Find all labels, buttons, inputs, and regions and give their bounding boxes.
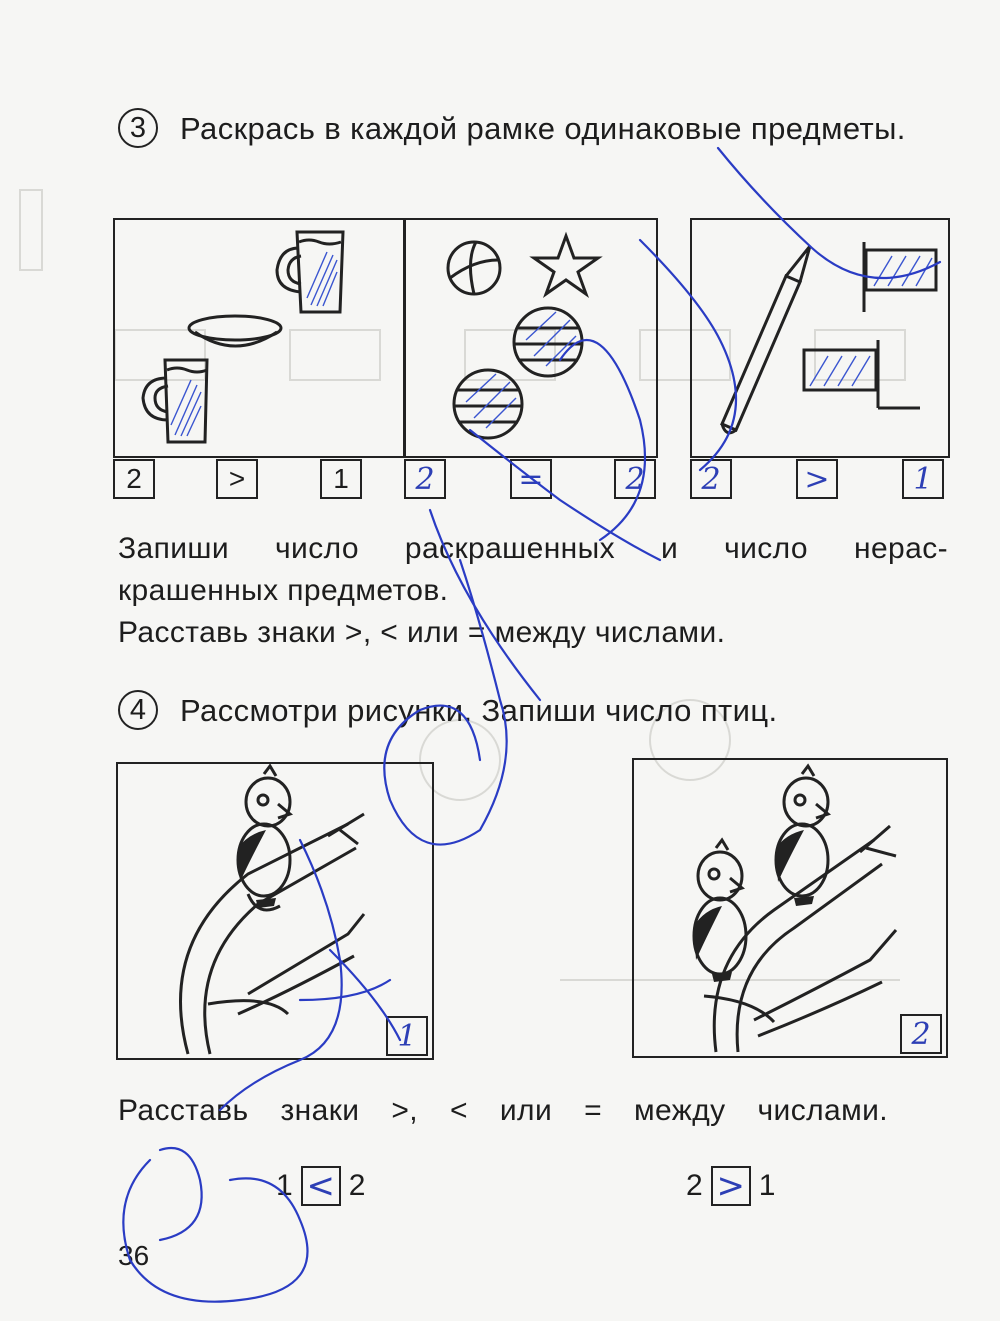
pencil-icon [720,245,812,435]
comparison-2-right: 1 [758,1169,776,1202]
frame-balls [404,218,658,458]
comparison-1-sign-box[interactable]: < [300,1166,341,1206]
frame2-count-uncolored[interactable]: 2 [614,459,656,499]
frame2-sign[interactable]: = [510,459,552,499]
cup-top-icon [275,230,345,314]
frame-pencil-flags [690,218,950,458]
comparison-1-left: 1 [276,1169,293,1202]
task-4-prompt: Расставь знаки >, < или = между числами. [118,1094,888,1127]
one-bird-on-branch [179,763,366,1055]
bird-icon [692,837,748,982]
frame1-sign[interactable]: > [216,459,258,499]
branch-icon [179,812,366,1055]
comparison-2: 2 > 1 [678,1166,783,1206]
branch-icon [703,824,898,1053]
star-icon [529,231,603,298]
frame2-count-colored[interactable]: 2 [404,459,446,499]
frame3-sign[interactable]: > [796,459,838,499]
task-3-note-line-1: Запиши число раскрашенных и число нерас- [118,532,948,565]
comparison-1: 1 < 2 [268,1166,373,1206]
bird-icon [774,763,832,906]
balls-and-star-picture [446,231,603,440]
bird-count-2[interactable]: 2 [900,1014,942,1054]
frame3-count-uncolored[interactable]: 1 [902,459,944,499]
cups-and-plate-picture [141,230,345,444]
frame1-count-uncolored[interactable]: 1 [320,459,362,499]
task-4-number: 4 [118,690,158,730]
frame3-count-colored[interactable]: 2 [690,459,732,499]
task-3-instruction: Раскрась в каждой рамке одинаковые предм… [180,111,906,146]
plate-icon [187,314,283,348]
task-4-header: 4 Рассмотри рисунки. Запиши число птиц. [118,690,948,732]
pencil-and-flags-picture [720,242,938,435]
ball-striped-icon [512,306,584,378]
comparison-1-right: 2 [348,1169,366,1202]
frame1-count-colored[interactable]: 2 [113,459,155,499]
comparison-2-left: 2 [686,1169,703,1202]
flag-bottom-icon [802,340,920,410]
task-3-note-line-3: Расставь знаки >, < или = между числами. [118,616,726,649]
frame-cups [113,218,405,458]
ball-plain-icon [446,240,502,296]
task-3-number: 3 [118,108,158,148]
ball-striped-icon [452,368,524,440]
page-number: 36 [118,1240,150,1271]
task-3-header: 3 Раскрась в каждой рамке одинаковые пре… [118,108,948,150]
task-3-note-line-2: крашенных предметов. [118,574,449,607]
two-birds-on-branch [692,763,898,1053]
bird-picture-2 [632,758,948,1058]
bird-count-1[interactable]: 1 [386,1016,428,1056]
task-4-instruction: Рассмотри рисунки. Запиши число птиц. [180,693,778,728]
comparison-2-sign-box[interactable]: > [710,1166,751,1206]
cup-bottom-icon [141,358,209,444]
bird-icon [236,763,294,912]
flag-top-icon [862,242,938,312]
